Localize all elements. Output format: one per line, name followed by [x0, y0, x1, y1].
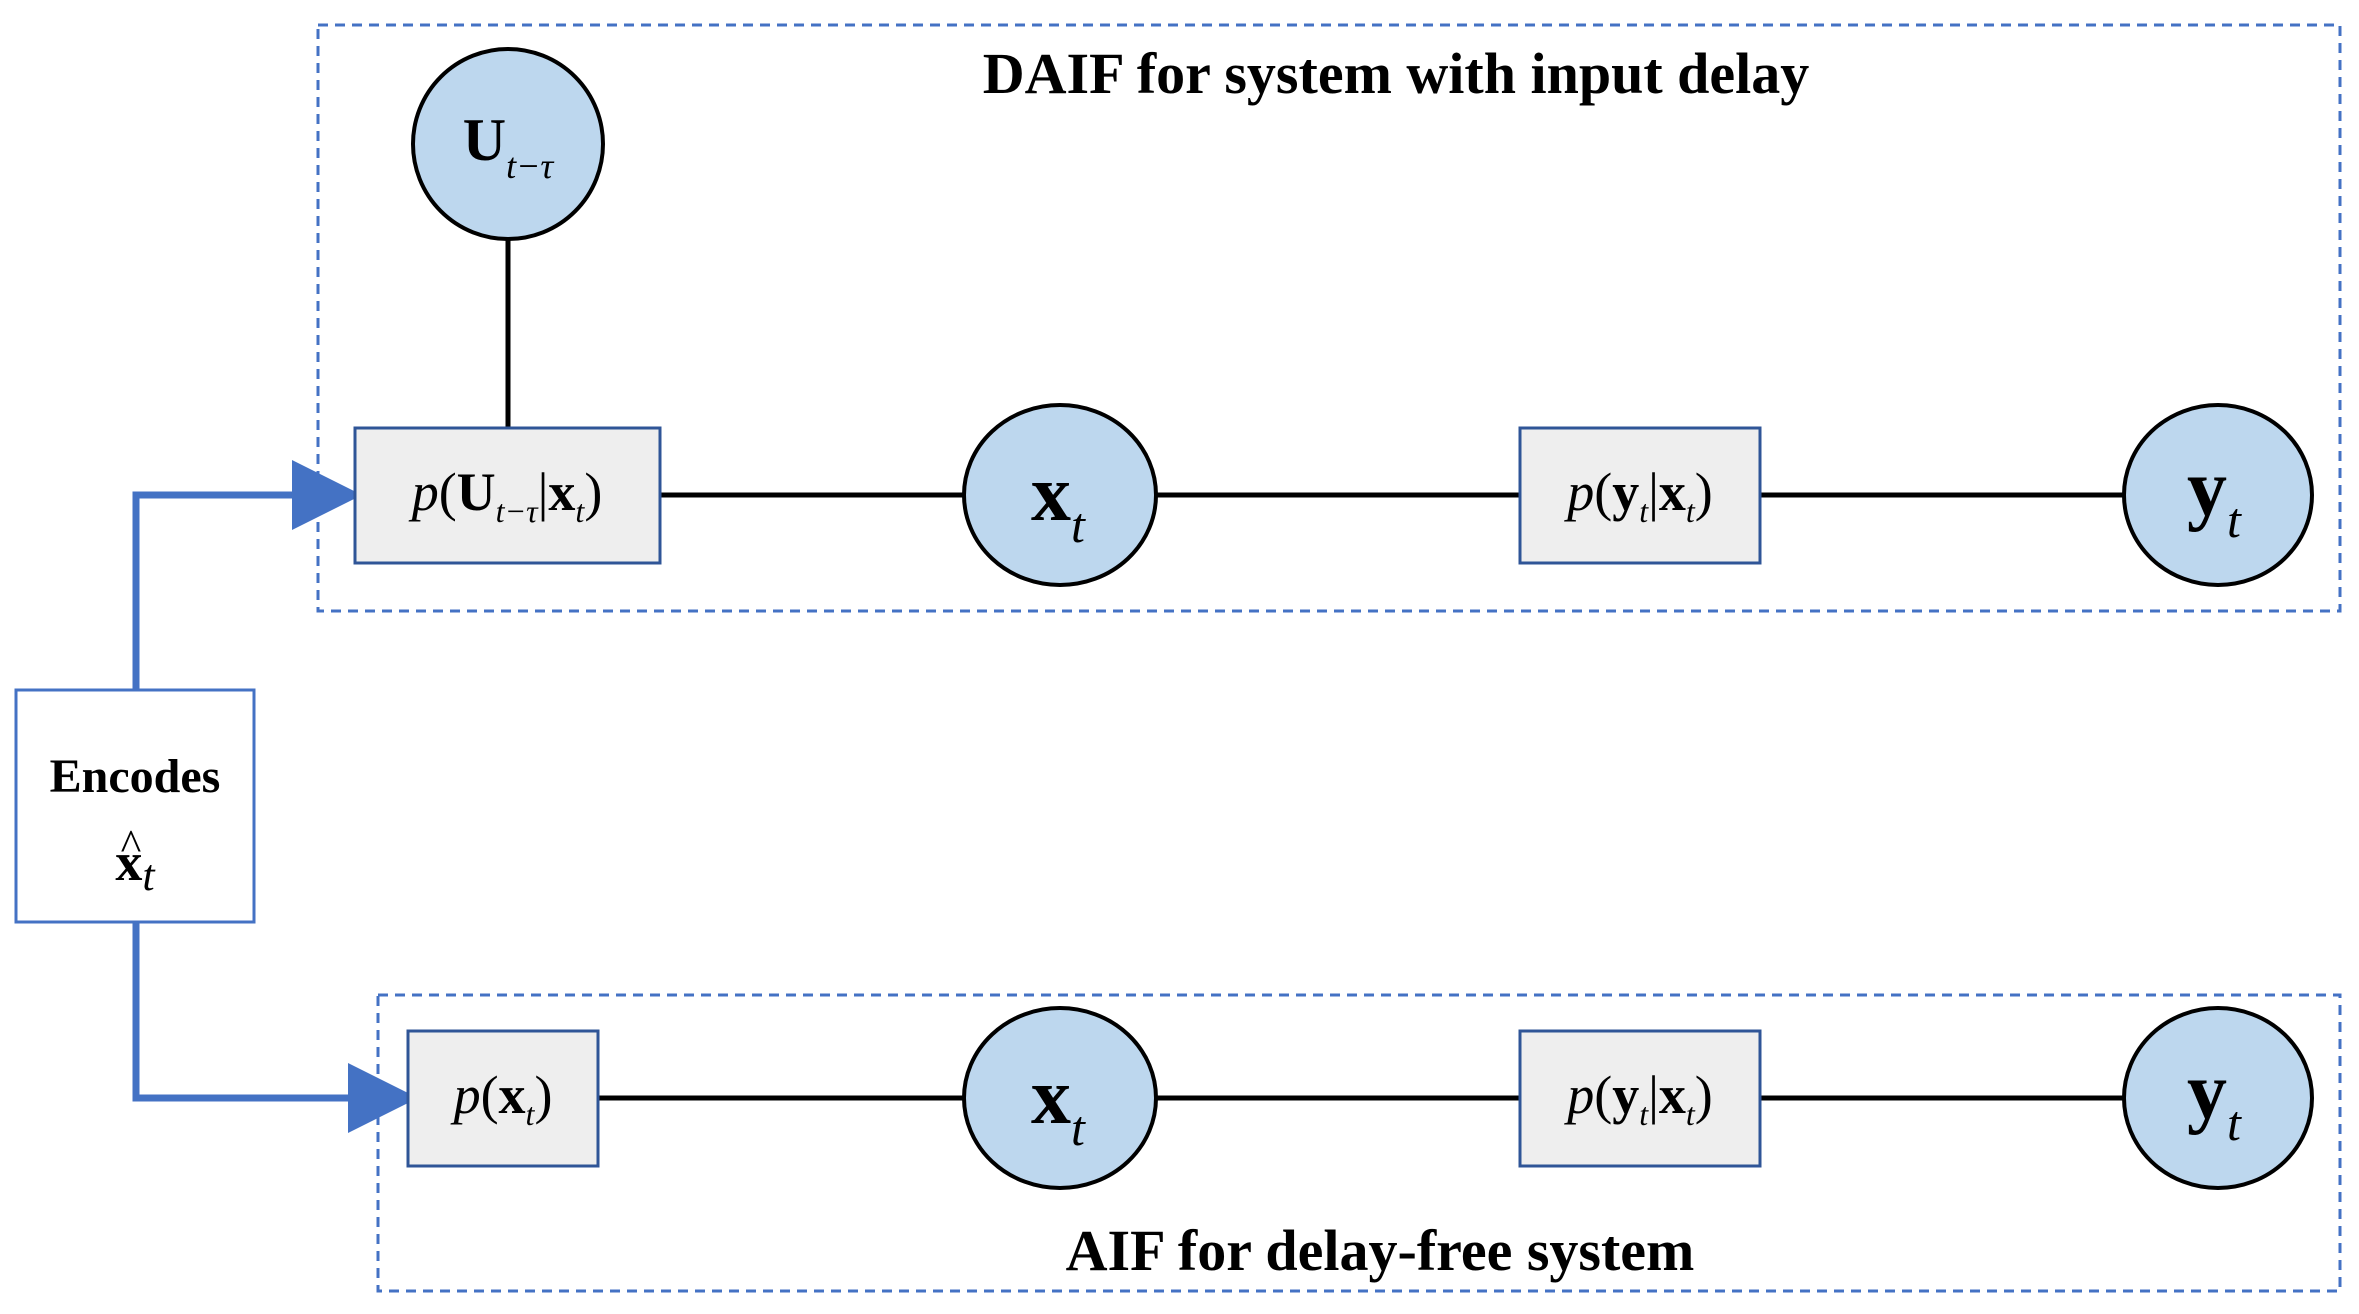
top-panel-frame [316, 23, 2342, 613]
factor-u-given-x: p(Ut−τ|xt) [353, 426, 662, 565]
svg-text:yt: yt [2187, 445, 2242, 548]
encoder-hat: ^ [121, 821, 142, 870]
node-y-bottom: yt [2122, 1006, 2314, 1190]
svg-text:xt: xt [1031, 1053, 1086, 1156]
svg-text:p(Ut−τ|xt): p(Ut−τ|xt) [408, 462, 603, 529]
top-panel-title: DAIF for system with input delay [983, 41, 1810, 106]
bottom-panel-frame [376, 993, 2342, 1293]
factor-y-given-x-top: p(yt|xt) [1518, 426, 1762, 565]
node-x-bottom: xt [962, 1006, 1158, 1190]
encoder-arrow-top [132, 460, 362, 690]
svg-text:p(yt|xt): p(yt|xt) [1563, 462, 1713, 529]
node-x-top: xt [962, 403, 1158, 587]
factor-x-bottom: p(xt) [406, 1029, 600, 1168]
svg-text:xt: xt [1031, 450, 1086, 553]
encoder-symbol: xt [115, 832, 156, 900]
svg-text:Ut−τ: Ut−τ [463, 107, 555, 186]
encoder-arrow-bottom [132, 922, 418, 1133]
svg-text:p(yt|xt): p(yt|xt) [1563, 1065, 1713, 1132]
node-u: Ut−τ [411, 47, 605, 241]
svg-text:yt: yt [2187, 1048, 2242, 1151]
encoder-label: Encodes [50, 750, 221, 803]
node-y-top: yt [2122, 403, 2314, 587]
bottom-panel-title: AIF for delay-free system [1066, 1218, 1695, 1283]
svg-text:p(xt): p(xt) [450, 1065, 553, 1132]
factor-y-given-x-bottom: p(yt|xt) [1518, 1029, 1762, 1168]
encoder-box: Encodes ^ xt [14, 688, 256, 924]
